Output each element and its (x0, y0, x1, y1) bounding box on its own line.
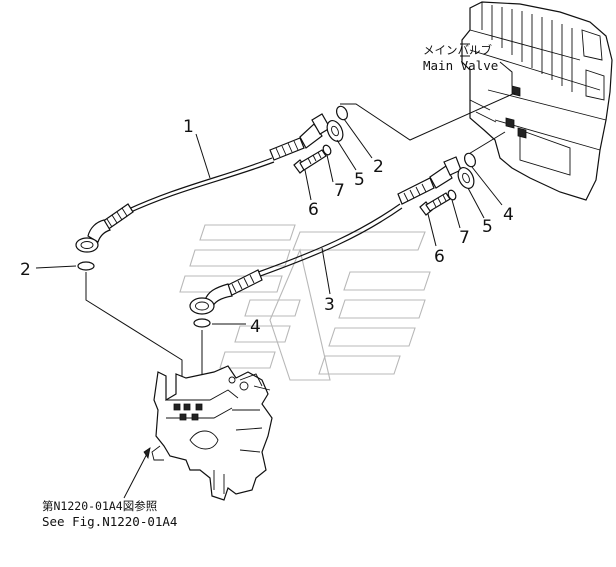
callout-2b: 2 (20, 260, 31, 280)
pump-drawing (151, 365, 273, 501)
callout-5a: 5 (354, 170, 365, 190)
callout-3: 3 (324, 295, 335, 315)
see-fig-en-label: See Fig.N1220-01A4 (42, 514, 177, 529)
o-ring-2b (77, 261, 95, 271)
callout-7a: 7 (334, 181, 345, 201)
callouts: 1 2 5 7 6 4 5 7 6 3 2 4 (20, 117, 514, 337)
callout-7b: 7 (459, 228, 470, 248)
flange-5b (457, 167, 475, 189)
bolt-set-upper (293, 144, 332, 174)
callout-1: 1 (183, 117, 194, 137)
o-ring-4a (463, 152, 477, 168)
hose-assembly-3 (189, 156, 462, 315)
callout-4b: 4 (250, 317, 261, 337)
callout-4a: 4 (503, 205, 514, 225)
callout-5b: 5 (482, 217, 493, 237)
callout-6a: 6 (308, 200, 319, 220)
callout-6b: 6 (434, 247, 445, 267)
o-ring-2a (335, 105, 349, 121)
callout-2a: 2 (373, 157, 384, 177)
bolt-set-lower (419, 189, 457, 216)
main-valve-drawing (460, 1, 613, 201)
watermark-graphic (179, 224, 431, 381)
main-valve-en-label: Main Valve (423, 58, 498, 73)
main-valve-jp-label: メインバルブ (423, 43, 492, 57)
flange-5a (326, 120, 344, 142)
hose-assembly-1 (75, 113, 331, 253)
o-ring-4b (193, 318, 211, 328)
see-fig-jp-label: 第N1220-01A4図参照 (42, 499, 157, 513)
